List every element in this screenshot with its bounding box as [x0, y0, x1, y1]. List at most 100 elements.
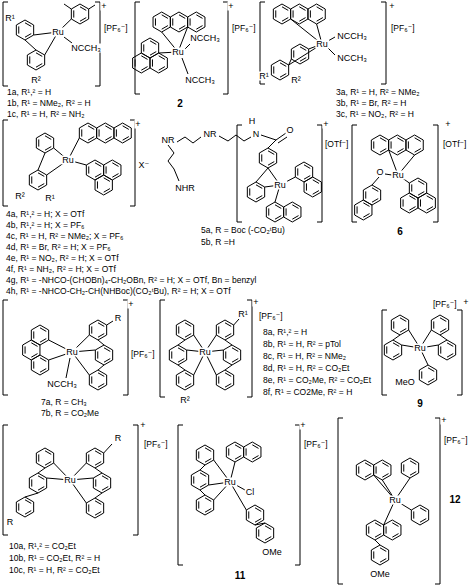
- double-bond: [410, 461, 416, 465]
- ring-bond: [289, 59, 292, 65]
- atom-label: +: [322, 120, 329, 129]
- double-bond: [25, 511, 31, 515]
- formula-text: 8b, R¹ = H, R² = pTol: [262, 340, 342, 349]
- ring-bond: [38, 153, 45, 170]
- formula-text: [PF₆⁻]: [103, 24, 129, 33]
- aromatic-ring: [176, 370, 193, 390]
- double-bond: [179, 15, 185, 19]
- double-bond: [393, 321, 394, 328]
- double-bond: [380, 138, 386, 142]
- double-bond: [25, 346, 26, 353]
- atom-label: Ru: [223, 478, 237, 487]
- double-bond: [403, 464, 404, 471]
- atom-label: Ru: [273, 181, 287, 190]
- double-bond: [368, 526, 369, 533]
- ring-bond: [178, 340, 185, 345]
- aromatic-ring: [71, 4, 88, 24]
- double-bond: [185, 323, 191, 327]
- aromatic-ring: [431, 315, 448, 335]
- double-bond: [235, 445, 241, 449]
- double-bond: [440, 318, 446, 322]
- aromatic-ring: [246, 505, 263, 525]
- double-bond: [246, 448, 247, 455]
- double-bond: [400, 329, 406, 333]
- double-bond: [427, 196, 433, 200]
- double-bond: [280, 74, 286, 78]
- ring-bond: [256, 168, 268, 182]
- double-bond: [91, 326, 92, 333]
- formula-text: 8e, R¹ = CO₂Me, R² = CO₂Et: [262, 376, 372, 385]
- atom-label: +: [299, 421, 306, 430]
- bracket: [178, 425, 183, 565]
- double-bond: [293, 10, 294, 17]
- double-bond: [141, 56, 147, 60]
- double-bond: [232, 359, 238, 363]
- atom-label: R: [114, 314, 123, 323]
- formula-text: 4a, R¹,² = H; X = OTf: [5, 210, 85, 219]
- atom-label: +: [127, 300, 134, 309]
- double-bond: [411, 184, 412, 191]
- bracket: [3, 300, 8, 395]
- double-bond: [400, 318, 406, 322]
- double-bond: [249, 188, 250, 195]
- double-bond: [313, 180, 319, 184]
- formula-text: 7a, R = CH₃: [40, 398, 88, 407]
- double-bond: [447, 354, 453, 358]
- atom-label: Cl: [245, 488, 256, 497]
- double-bond: [299, 18, 305, 22]
- formula-text: 4f, R¹ = NH₂, R² = H; X = OTf: [5, 265, 117, 274]
- double-bond: [200, 484, 206, 488]
- formula-text: 10b, R¹ = CO₂Et, R² = H: [8, 554, 101, 563]
- double-bond: [440, 346, 441, 353]
- formula-text: 3b, R¹ = Br, R² = H: [335, 99, 407, 108]
- double-bond: [88, 454, 89, 461]
- aromatic-ring: [27, 50, 44, 70]
- double-bond: [31, 176, 32, 183]
- double-bond: [99, 129, 100, 136]
- compound-number: 2: [176, 99, 184, 109]
- aromatic-ring: [371, 545, 388, 565]
- aromatic-ring: [419, 365, 436, 385]
- formula-text: [PF₆⁻]: [130, 350, 156, 359]
- bond-line: [236, 485, 245, 490]
- bracket: [382, 310, 387, 395]
- double-bond: [88, 137, 94, 141]
- double-bond: [102, 476, 108, 480]
- aromatic-ring: [170, 12, 187, 32]
- compound-number: 11: [234, 571, 247, 581]
- double-bond: [205, 498, 211, 502]
- double-bond: [275, 10, 276, 17]
- double-bond: [310, 10, 311, 17]
- double-bond: [418, 181, 424, 185]
- atom-label: NR: [161, 136, 176, 145]
- aromatic-ring: [97, 123, 114, 143]
- double-bond: [232, 348, 238, 352]
- double-bond: [196, 26, 202, 30]
- aromatic-ring: [153, 12, 170, 32]
- atom-label: Ru: [391, 171, 405, 180]
- double-bond: [306, 183, 307, 190]
- formula-text: 10a, R¹,² = CO₂Et: [8, 542, 77, 551]
- double-bond: [380, 149, 386, 153]
- aromatic-ring: [89, 320, 106, 340]
- bond-line: [64, 37, 72, 43]
- aromatic-ring: [438, 340, 455, 360]
- bracket: [130, 120, 135, 206]
- double-bond: [112, 163, 118, 167]
- double-bond: [380, 548, 386, 552]
- aromatic-ring: [256, 523, 273, 543]
- double-bond: [38, 487, 44, 491]
- double-bond: [98, 323, 104, 327]
- double-bond: [150, 41, 156, 45]
- aromatic-ring: [259, 148, 276, 168]
- double-bond: [123, 137, 129, 141]
- double-bond: [98, 373, 104, 377]
- atom-label: OMe: [261, 548, 283, 557]
- double-bond: [40, 358, 46, 362]
- formula-text: 7b, R = CO₂Me: [40, 409, 100, 418]
- double-bond: [18, 503, 19, 510]
- aromatic-ring: [266, 202, 283, 222]
- double-bond: [427, 207, 433, 211]
- double-bond: [104, 189, 110, 193]
- atom-label: H: [248, 117, 257, 126]
